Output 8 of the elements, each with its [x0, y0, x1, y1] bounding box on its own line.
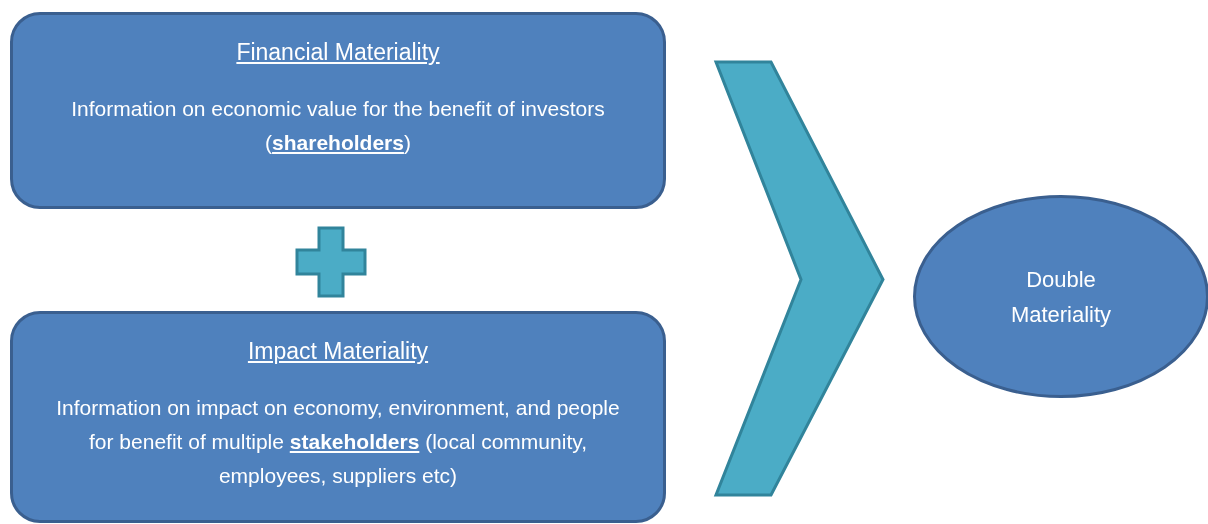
box-description: Information on economic value for the benefit of investors (shareholders) — [70, 96, 606, 156]
box-description: Information on impact on economy, environment, and people for benefit of multiple stakeholders (local community, employees, suppliers etc) — [55, 395, 621, 489]
process-box — [10, 12, 666, 209]
box-heading: Impact Materiality — [247, 338, 429, 365]
process-box — [10, 311, 666, 523]
box-heading: Financial Materiality — [236, 39, 440, 66]
chevron-arrow — [713, 60, 885, 497]
node-label: Double Materiality — [1009, 265, 1113, 329]
